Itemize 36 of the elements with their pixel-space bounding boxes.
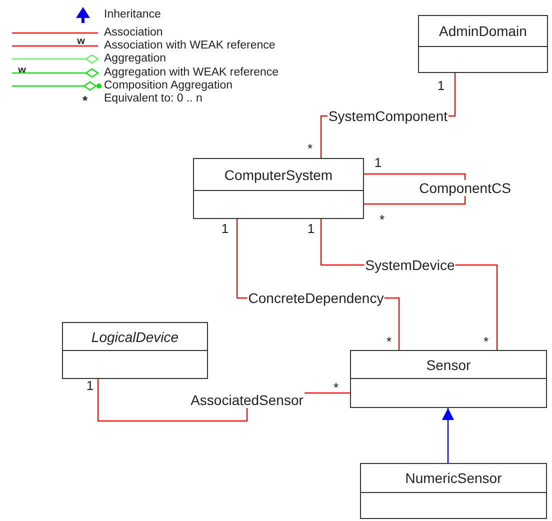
class-box [62, 322, 208, 379]
legend-text: Inheritance [104, 8, 161, 22]
class-box [350, 350, 547, 408]
class-box [418, 15, 548, 73]
class-name: AdminDomain [439, 23, 527, 39]
multiplicity-label: 1 [437, 79, 445, 93]
edge-label: SystemDevice [364, 257, 456, 273]
edge-label: AssociatedSensor [190, 392, 304, 408]
edge-label: ConcreteDependency [247, 290, 385, 306]
edge-label: SystemComponent [327, 108, 449, 124]
edge-label: ComponentCS [418, 180, 512, 196]
multiplicity-label: 1 [86, 379, 94, 393]
class-name: LogicalDevice [91, 328, 179, 344]
multiplicity-label: * [82, 94, 88, 108]
legend-text: Composition Aggregation [104, 80, 232, 92]
class-name: Sensor [426, 356, 471, 372]
multiplicity-label: * [333, 381, 339, 395]
inheritance-arrow [442, 408, 454, 463]
multiplicity-label: * [307, 142, 313, 156]
legend-text: Aggregation with WEAK reference [104, 66, 279, 80]
class-box [360, 463, 547, 519]
legend-text: Association with WEAK reference [104, 40, 276, 52]
class-name: NumericSensor [405, 470, 502, 486]
legend-text: Equivalent to: 0 .. n [104, 92, 202, 106]
weak-mark: w [77, 37, 85, 47]
multiplicity-label: * [483, 335, 489, 349]
class-name: ComputerSystem [224, 166, 333, 182]
multiplicity-label: 1 [374, 156, 382, 170]
class-box [193, 158, 364, 219]
multiplicity-label: 1 [221, 222, 229, 236]
legend-text: Association [104, 26, 163, 40]
multiplicity-label: * [379, 213, 385, 227]
association-line [364, 173, 466, 205]
legend-text: Aggregation [104, 52, 166, 66]
multiplicity-label: * [386, 335, 392, 349]
multiplicity-label: 1 [307, 222, 315, 236]
